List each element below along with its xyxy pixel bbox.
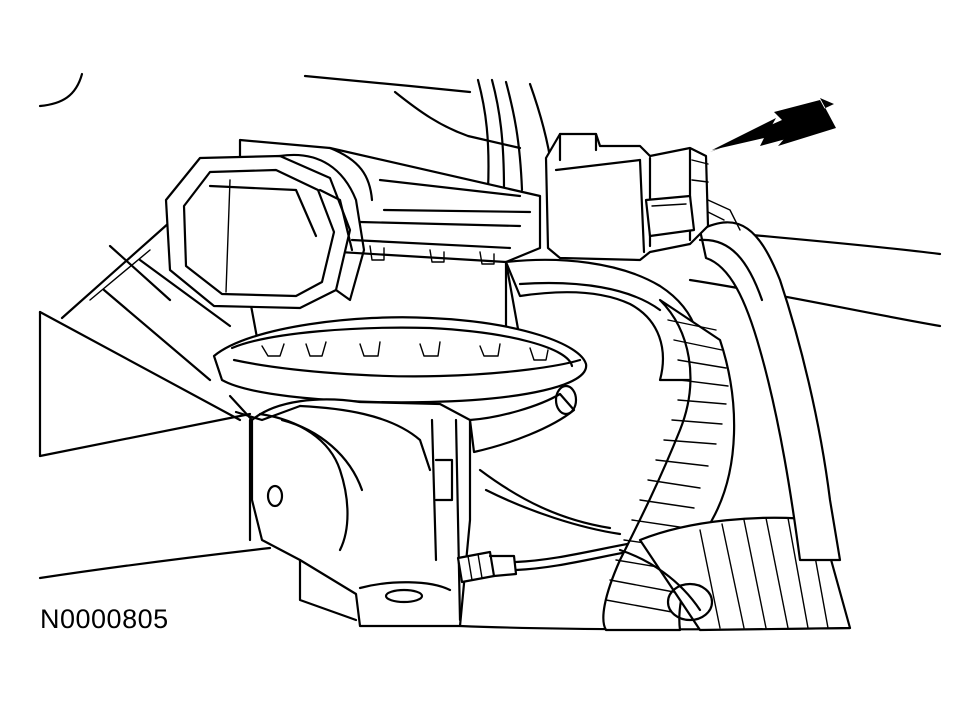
wiring-harness <box>602 298 736 632</box>
support-bracket-left <box>38 220 242 458</box>
main-hose-right <box>698 221 842 562</box>
pointer-arrow <box>710 98 836 152</box>
electrical-connector <box>544 132 741 262</box>
figure-id-label: N0000805 <box>40 604 169 634</box>
hose-edge-arc <box>38 72 84 108</box>
octagon-cap <box>164 153 366 310</box>
egr-tube-small <box>468 384 622 536</box>
lower-valve-housing <box>250 398 472 628</box>
mounting-arm <box>228 394 302 542</box>
